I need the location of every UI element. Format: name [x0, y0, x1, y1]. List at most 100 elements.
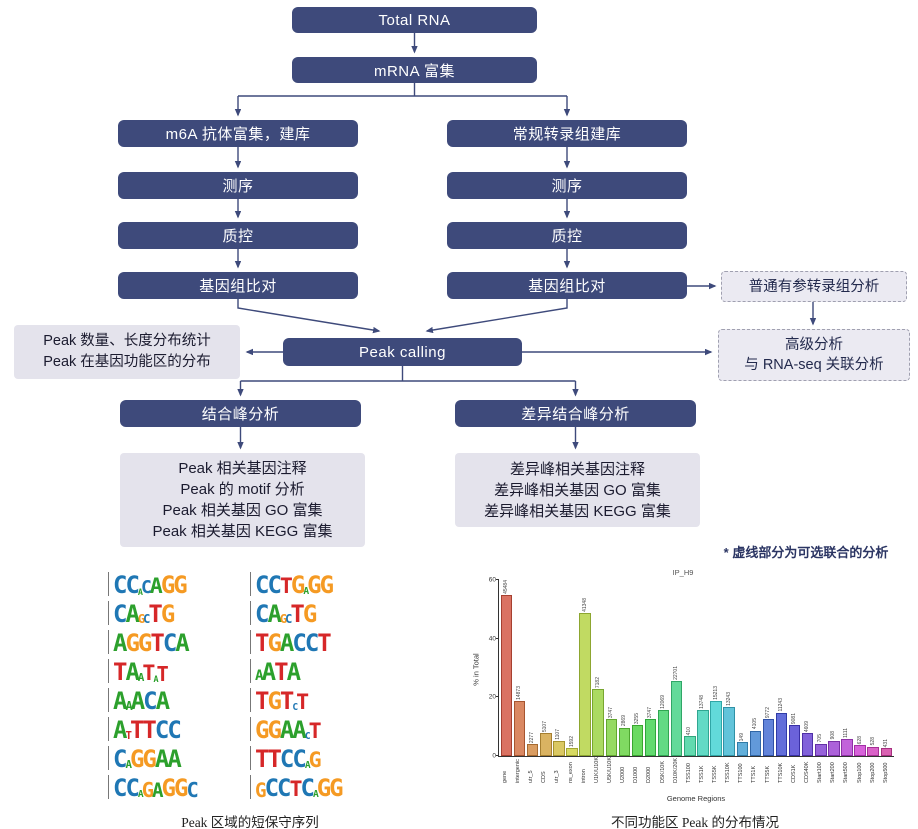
bar-value-label: 4609: [804, 721, 811, 733]
bar-value-label: 45484: [503, 580, 510, 594]
y-tick-mark: [496, 696, 499, 698]
node-genome-align-right: 基因组比对: [447, 272, 687, 299]
logo-letter: A: [286, 658, 302, 687]
bar-TSS5K: 15213: [710, 580, 723, 756]
logo-letter: C: [300, 774, 315, 803]
logo-letter: T: [113, 658, 128, 687]
logo-letter: C: [292, 745, 307, 774]
logo-letter: G: [329, 774, 344, 803]
x-tick-label: TSS5K: [712, 765, 719, 783]
logo-letter: A: [130, 687, 146, 716]
bar-value-label: 2869: [620, 715, 627, 727]
bar-Start100: 705: [814, 580, 827, 756]
bar: [801, 733, 814, 756]
bar: [749, 730, 762, 756]
logo-letter: G: [173, 774, 189, 803]
logo-letter: G: [290, 571, 306, 600]
bar-value-label: 528: [869, 737, 876, 746]
bar: [841, 739, 853, 756]
logo-letter: T: [279, 687, 295, 716]
logo-letter: A: [125, 600, 140, 629]
bar: [723, 707, 735, 756]
node-m6a-library: m6A 抗体富集，建库: [118, 120, 358, 147]
bar-value-label: 3747: [647, 706, 654, 718]
logo-letter: C: [113, 600, 128, 629]
logo-letter: A: [304, 760, 311, 772]
logo-letter: G: [129, 745, 145, 774]
logo-letter: T: [274, 658, 289, 687]
logo-letter: T: [148, 600, 163, 629]
bar: [527, 743, 539, 756]
logo-letter: C: [125, 774, 140, 803]
logo-letter: A: [113, 687, 128, 716]
y-tick-label: 60: [488, 576, 496, 584]
bar: [657, 710, 670, 756]
logo-axis: [108, 717, 112, 741]
bar-TSS10K: 13243: [723, 580, 736, 756]
bar-value-label: 1107: [555, 729, 562, 740]
chart-y-axis-label: % in Total: [471, 653, 481, 686]
node-sequencing-left: 测序: [118, 172, 358, 199]
node-regular-library: 常规转录组建库: [447, 120, 687, 147]
logo-letter: T: [255, 745, 270, 774]
logo-letter: A: [312, 789, 319, 801]
logo-axis: [108, 601, 112, 625]
logo-letter: C: [113, 774, 128, 803]
x-tick-label: intergenic: [514, 759, 521, 783]
logo-letter: C: [304, 629, 320, 658]
logo-letter: C: [162, 629, 178, 658]
logo-letter: T: [255, 629, 270, 658]
x-tick-label: Stop100: [856, 762, 863, 784]
bar-TSS1K: 13748: [696, 580, 709, 756]
bar-value-label: 431: [882, 738, 889, 748]
logo-letter: A: [137, 587, 143, 598]
bar-utr_5: 2277: [526, 580, 539, 756]
logo-letter: A: [267, 600, 282, 629]
logo-letter: G: [141, 778, 154, 803]
logo-letter: C: [255, 571, 270, 600]
x-tick-label: utr_3: [554, 770, 561, 783]
logo-letter: G: [267, 687, 282, 716]
x-tick-label: D5K/10K: [659, 760, 666, 783]
logo-axis: [108, 572, 112, 596]
logo-letter: C: [304, 731, 311, 743]
logo-axis: [108, 659, 112, 683]
logo-axis: [250, 630, 254, 654]
node-advanced-analysis: 高级分析 与 RNA-seq 关联分析: [718, 329, 910, 381]
bar: [671, 680, 683, 756]
y-tick-label: 0: [492, 752, 496, 760]
bar-value-label: 705: [817, 734, 824, 743]
bar-value-label: 149: [738, 732, 745, 742]
bar: [867, 746, 879, 756]
bar-CDS1K: 9081: [788, 580, 801, 756]
chart-x-axis-label: Genome Regions: [666, 794, 726, 803]
logo-letter: G: [173, 571, 188, 600]
logo-letter: T: [267, 745, 282, 774]
x-tick-label: Start100: [817, 762, 824, 783]
logo-letter: G: [319, 571, 335, 600]
bar: [880, 748, 892, 756]
x-tick-label: TSS1K: [698, 765, 705, 783]
logo-letter: G: [267, 629, 282, 658]
bar-intergenic: 14873: [513, 580, 526, 756]
bar-Stop200: 528: [867, 580, 880, 756]
logos-caption: Peak 区域的短保守序列: [181, 815, 319, 829]
logo-letter: A: [155, 687, 171, 716]
logo-letter: G: [160, 600, 176, 629]
logo-axis: [250, 572, 254, 596]
logo-letter: G: [279, 612, 287, 627]
peak-stats-line1: Peak 数量、长度分布统计: [43, 333, 211, 349]
logo-letter: G: [302, 600, 318, 629]
logo-axis: [250, 717, 254, 741]
node-binding-peak-analysis: 结合峰分析: [120, 400, 361, 427]
bar-TTS1K: 4105: [749, 580, 762, 756]
bar: [762, 718, 775, 756]
